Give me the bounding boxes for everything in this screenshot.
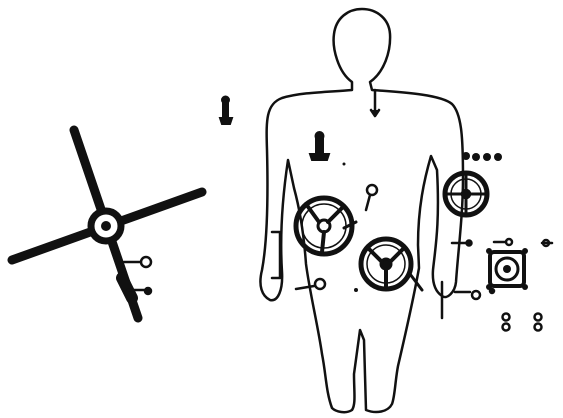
human-figure-outline-icon <box>260 9 463 412</box>
bolt-icon <box>354 288 358 292</box>
neck-pointer-icon <box>371 110 379 116</box>
figure-eight-icon <box>503 314 542 331</box>
key-icon <box>310 132 329 160</box>
handwheel-icon <box>361 239 422 290</box>
dot-marker <box>343 163 346 166</box>
key-icon <box>296 279 325 289</box>
square-valve-icon <box>486 248 528 290</box>
chain-icon <box>462 152 502 161</box>
handwheel-icon <box>445 173 487 215</box>
ring-hook-icon <box>366 185 377 210</box>
handwheel-icon <box>296 198 356 254</box>
cross-wrench-icon <box>12 130 202 318</box>
left-hand-strap <box>272 232 280 278</box>
bolt-icon <box>452 239 552 299</box>
key-icon <box>220 97 232 125</box>
